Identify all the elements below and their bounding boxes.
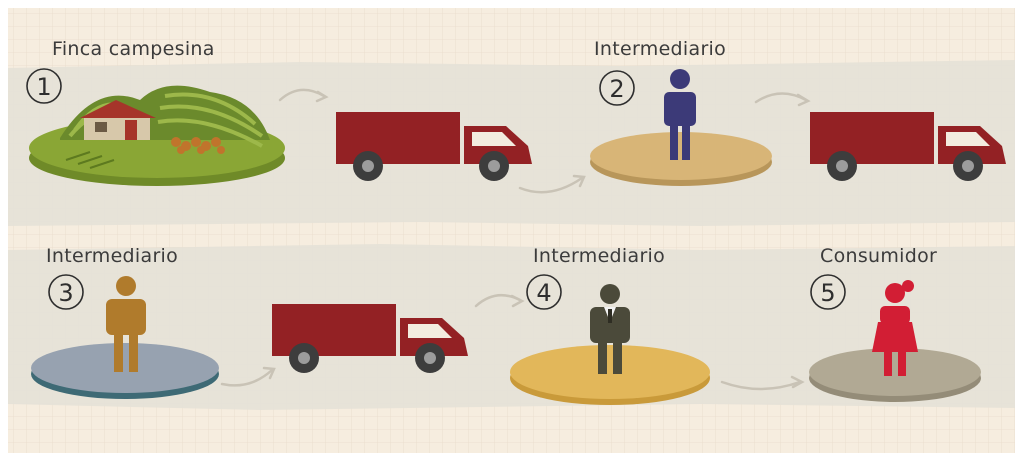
truck-2 bbox=[810, 112, 1006, 181]
stage-3-label: Intermediario bbox=[46, 245, 178, 267]
flow-arrows bbox=[220, 88, 811, 391]
farm-rows bbox=[65, 151, 115, 169]
stage-3-badge: 3 bbox=[48, 274, 84, 310]
stage-1-number: 1 bbox=[36, 73, 51, 101]
bottom-band bbox=[8, 244, 1015, 410]
stage-4-badge: 4 bbox=[526, 274, 562, 310]
intermediary-person-icon bbox=[664, 69, 696, 160]
farm-crops bbox=[171, 137, 225, 154]
arrow-icon bbox=[518, 176, 584, 194]
arrow-icon bbox=[220, 368, 274, 387]
intermediary-person-icon bbox=[106, 276, 146, 372]
stage-5-badge: 5 bbox=[810, 274, 846, 310]
stage-1-badge: 1 bbox=[26, 68, 62, 104]
stage-4-number: 4 bbox=[536, 279, 551, 307]
stage-5-number: 5 bbox=[820, 279, 835, 307]
stage-2-label: Intermediario bbox=[594, 38, 726, 60]
stage-3-number: 3 bbox=[58, 279, 73, 307]
stage-2-badge: 2 bbox=[599, 70, 635, 106]
truck-1 bbox=[336, 112, 532, 181]
stage-2-number: 2 bbox=[609, 75, 624, 103]
stage-5-label: Consumidor bbox=[820, 245, 937, 267]
platform-2 bbox=[590, 132, 772, 186]
stage-4-label: Intermediario bbox=[533, 245, 665, 267]
platform-3 bbox=[31, 343, 219, 399]
farmhouse bbox=[80, 100, 156, 140]
platform-4 bbox=[510, 345, 710, 405]
arrow-icon bbox=[720, 380, 802, 391]
truck-3 bbox=[272, 304, 468, 373]
intermediary-suit-person-icon bbox=[590, 284, 630, 374]
consumer-person-icon bbox=[872, 280, 918, 376]
platform-5 bbox=[809, 348, 981, 402]
stage-1-label: Finca campesina bbox=[52, 38, 215, 60]
farm-illustration bbox=[29, 85, 285, 186]
